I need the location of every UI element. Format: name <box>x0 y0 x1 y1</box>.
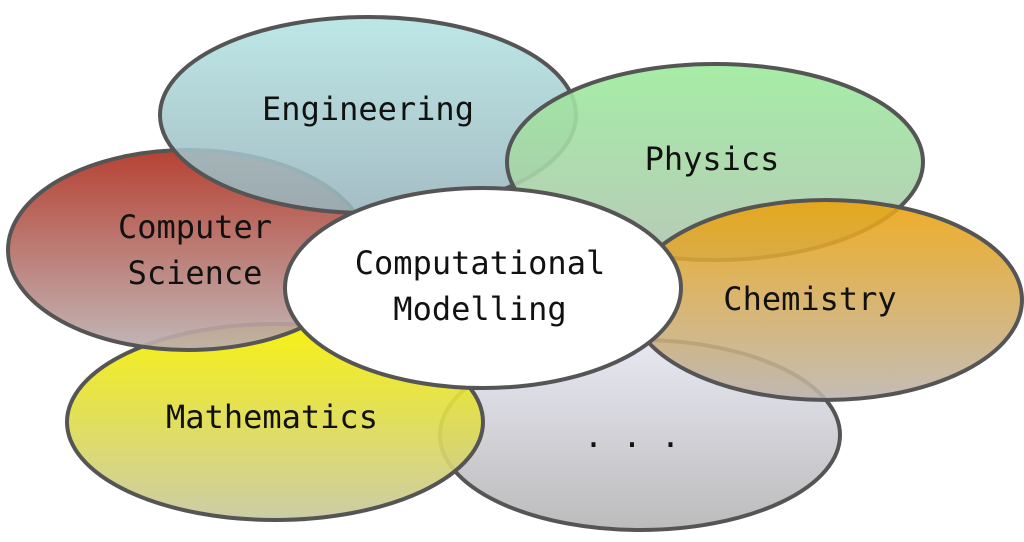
bubble-center: Computational Modelling <box>283 186 683 390</box>
bubble-engineering: Engineering <box>158 15 578 215</box>
computer-science-label-line1: Computer <box>118 208 272 246</box>
computer-science-label-line2: Science <box>128 254 263 292</box>
center-label-line2: Modelling <box>393 290 566 328</box>
engineering-label: Engineering <box>262 90 474 128</box>
bubble-chemistry: Chemistry <box>628 198 1024 402</box>
other-label: . . . <box>584 417 680 455</box>
mathematics-label: Mathematics <box>166 398 378 436</box>
chemistry-label: Chemistry <box>723 280 896 318</box>
center-label-line1: Computational <box>355 244 605 282</box>
physics-label: Physics <box>645 140 780 178</box>
